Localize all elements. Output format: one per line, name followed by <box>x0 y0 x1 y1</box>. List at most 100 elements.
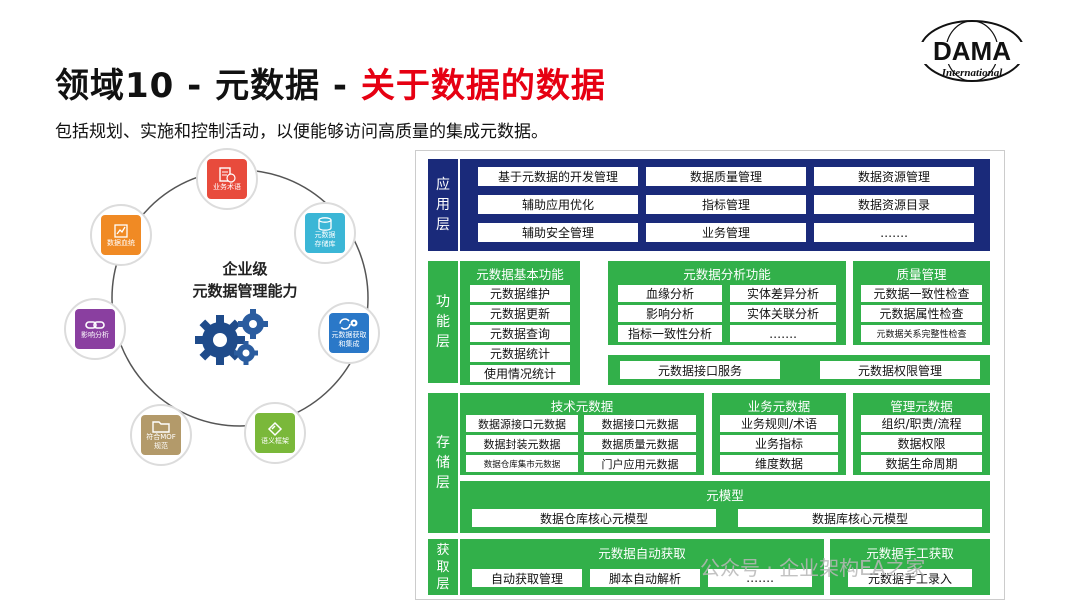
panel-title: 质量管理 <box>896 267 947 282</box>
ring-center-label: 企业级 元数据管理能力 <box>170 258 320 302</box>
node-label: 元数据获取 和集成 <box>331 331 367 348</box>
func-item: 元数据属性检查 <box>861 305 982 322</box>
acq-item: 脚本自动解析 <box>590 569 700 587</box>
node-business-terms: 业务术语 <box>196 148 258 210</box>
panel-title: 元数据基本功能 <box>476 267 564 282</box>
func-item: 元数据一致性检查 <box>861 285 982 302</box>
quality-management-panel: 质量管理 元数据一致性检查 元数据属性检查 元数据关系完整性检查 <box>853 261 990 345</box>
gears-icon <box>195 309 268 365</box>
storage-item: 数据权限 <box>861 435 982 452</box>
func-item: 元数据统计 <box>470 345 570 362</box>
storage-item: 数据仓库集市元数据 <box>466 455 578 472</box>
storage-item: 数据仓库核心元模型 <box>472 509 716 527</box>
layer-label-application: 应 用 层 <box>428 159 458 251</box>
func-item: 指标一致性分析 <box>618 325 722 342</box>
layer-label-function: 功 能 层 <box>428 261 458 383</box>
storage-item: 数据质量元数据 <box>584 435 696 452</box>
title-main: 领域10 - 元数据 - <box>55 66 361 106</box>
func-item: 元数据维护 <box>470 285 570 302</box>
node-label: 影响分析 <box>81 330 109 339</box>
storage-item: 业务规则/术语 <box>720 415 838 432</box>
panel-title: 技术元数据 <box>550 399 614 414</box>
storage-item: 数据生命周期 <box>861 455 982 472</box>
func-item: 实体关联分析 <box>730 305 836 322</box>
architecture-diagram: 应 用 层 基于元数据的开发管理 数据质量管理 数据资源管理 辅助应用优化 指标… <box>415 150 1005 600</box>
app-item: 数据资源管理 <box>814 167 974 186</box>
func-item: 实体差异分析 <box>730 285 836 302</box>
panel-title: 元数据自动获取 <box>598 546 686 561</box>
acq-item: 元数据手工录入 <box>848 569 972 587</box>
storage-item: 门户应用元数据 <box>584 455 696 472</box>
panel-title: 管理元数据 <box>890 399 953 414</box>
node-semantic-framework: 语义框架 <box>244 402 306 464</box>
database-icon: 元数据 存储库 <box>305 213 345 253</box>
lineage-icon: 数据血统 <box>101 215 141 255</box>
node-impact-analysis: 影响分析 <box>64 298 126 360</box>
technical-metadata-panel: 技术元数据 数据源接口元数据 数据接口元数据 数据封装元数据 数据质量元数据 数… <box>460 393 704 475</box>
manual-acquisition-panel: 元数据手工获取 元数据手工录入 <box>830 539 990 595</box>
app-item: 辅助应用优化 <box>478 195 638 214</box>
node-metadata-acquisition: 元数据获取 和集成 <box>318 302 380 364</box>
node-mof-compliance: 符合MOF 规范 <box>130 404 192 466</box>
func-item: 元数据更新 <box>470 305 570 322</box>
app-item: 基于元数据的开发管理 <box>478 167 638 186</box>
app-item: ……. <box>814 223 974 242</box>
node-label: 符合MOF 规范 <box>146 433 176 450</box>
storage-item: 组织/职责/流程 <box>861 415 982 432</box>
dama-logo: DAMA International <box>912 16 1032 86</box>
basic-functions-panel: 元数据基本功能 元数据维护 元数据更新 元数据查询 元数据统计 使用情况统计 <box>460 261 580 385</box>
auto-acquisition-panel: 元数据自动获取 自动获取管理 脚本自动解析 ……. <box>460 539 824 595</box>
ring-center-line2: 元数据管理能力 <box>192 282 298 300</box>
ring-connector <box>111 169 369 427</box>
func-item: 元数据接口服务 <box>620 361 780 379</box>
document-clock-icon: 业务术语 <box>207 159 247 199</box>
page-title: 领域10 - 元数据 - 关于数据的数据 <box>55 58 606 107</box>
link-icon: 影响分析 <box>75 309 115 349</box>
panel-title: 元模型 <box>706 488 744 503</box>
app-item: 指标管理 <box>646 195 806 214</box>
storage-item: 数据源接口元数据 <box>466 415 578 432</box>
node-metadata-repository: 元数据 存储库 <box>294 202 356 264</box>
metamodel-panel: 元模型 数据仓库核心元模型 数据库核心元模型 <box>460 481 990 533</box>
acq-item: ……. <box>708 569 812 587</box>
panel-title: 元数据手工获取 <box>866 546 954 561</box>
app-item: 业务管理 <box>646 223 806 242</box>
acq-item: 自动获取管理 <box>472 569 582 587</box>
tag-icon: 语义框架 <box>255 413 295 453</box>
title-highlight: 关于数据的数据 <box>360 66 606 106</box>
app-item: 辅助安全管理 <box>478 223 638 242</box>
storage-item: 业务指标 <box>720 435 838 452</box>
folder-icon: 符合MOF 规范 <box>141 415 181 455</box>
panel-title: 元数据分析功能 <box>683 267 771 282</box>
node-label: 数据血统 <box>107 238 135 247</box>
app-item: 数据质量管理 <box>646 167 806 186</box>
watermark: 公众号 · 企业架构EA之家 <box>700 556 926 580</box>
func-item: 使用情况统计 <box>470 365 570 382</box>
storage-item: 维度数据 <box>720 455 838 472</box>
layer-label-acquisition: 获 取 层 <box>428 539 458 595</box>
application-layer-panel: 基于元数据的开发管理 数据质量管理 数据资源管理 辅助应用优化 指标管理 数据资… <box>460 159 990 251</box>
interface-panel: 元数据接口服务 元数据权限管理 <box>608 355 990 385</box>
logo-main-text: DAMA <box>933 36 1011 66</box>
func-item: 元数据权限管理 <box>820 361 980 379</box>
storage-item: 数据库核心元模型 <box>738 509 982 527</box>
app-item: 数据资源目录 <box>814 195 974 214</box>
layer-label-storage: 存 储 层 <box>428 393 458 533</box>
node-data-lineage: 数据血统 <box>90 204 152 266</box>
page-subtitle: 包括规划、实施和控制活动，以便能够访问高质量的集成元数据。 <box>55 122 548 142</box>
management-metadata-panel: 管理元数据 组织/职责/流程 数据权限 数据生命周期 <box>853 393 990 475</box>
panel-title: 业务元数据 <box>747 399 811 414</box>
refresh-gear-icon: 元数据获取 和集成 <box>329 313 369 353</box>
ring-center-line1: 企业级 <box>222 260 268 278</box>
node-label: 业务术语 <box>213 182 241 191</box>
func-item: 血缘分析 <box>618 285 722 302</box>
node-label: 元数据 存储库 <box>314 231 336 248</box>
func-item: 元数据查询 <box>470 325 570 342</box>
storage-item: 数据封装元数据 <box>466 435 578 452</box>
node-label: 语义框架 <box>261 436 289 445</box>
logo-sub-text: International <box>941 67 1003 79</box>
business-metadata-panel: 业务元数据 业务规则/术语 业务指标 维度数据 <box>712 393 846 475</box>
analysis-functions-panel: 元数据分析功能 血缘分析 实体差异分析 影响分析 实体关联分析 指标一致性分析 … <box>608 261 846 345</box>
storage-item: 数据接口元数据 <box>584 415 696 432</box>
func-item: 元数据关系完整性检查 <box>861 325 982 342</box>
